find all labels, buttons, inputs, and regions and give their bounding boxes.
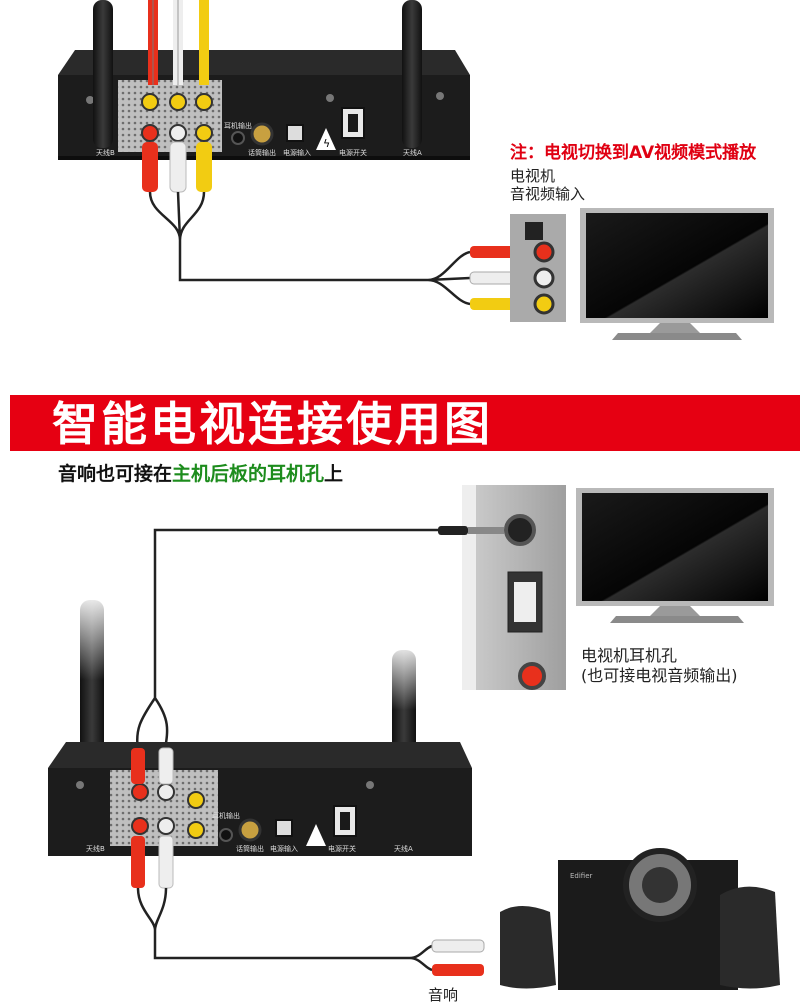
power-input-bottom bbox=[275, 819, 293, 837]
warning-triangle-icon bbox=[316, 128, 336, 150]
power-input-socket bbox=[286, 124, 304, 142]
tv-label-line2: 音视频输入 bbox=[510, 185, 586, 203]
tv-set bbox=[580, 208, 774, 340]
left-satellite bbox=[500, 906, 556, 989]
speaker-subtitle: 音响也可接在主机后板的耳机孔上 bbox=[58, 459, 343, 486]
tv-jack-label: 电视机耳机孔 (也可接电视音频输出) bbox=[581, 646, 738, 686]
av-plugs-top bbox=[148, 0, 209, 85]
jack-label-line1: 电视机耳机孔 bbox=[581, 646, 678, 665]
subtitle-part2: 上 bbox=[324, 463, 344, 485]
rca-plugs-bottom bbox=[131, 747, 174, 889]
warning-triangle-icon-bottom bbox=[306, 824, 326, 846]
audio-cable-out bbox=[136, 887, 433, 972]
mic-jack bbox=[250, 122, 274, 146]
subtitle-highlight: 主机后板的耳机孔 bbox=[172, 463, 325, 485]
antenna-a bbox=[402, 0, 422, 148]
speaker-system: Edifier bbox=[500, 848, 780, 990]
banner-title: 智能电视连接使用图 bbox=[52, 397, 493, 451]
label-mic-out: 话筒输出 bbox=[248, 148, 276, 157]
rca-sockets bbox=[141, 93, 213, 142]
av-cable bbox=[148, 191, 471, 306]
label-power-switch-bottom: 电源开关 bbox=[328, 844, 356, 853]
top-connection-diagram: ϟ bbox=[58, 0, 774, 340]
label-antenna-a-bottom: 天线A bbox=[394, 844, 413, 853]
label-power-in: 电源输入 bbox=[283, 148, 311, 157]
bottom-connection-diagram: Edifier 天线B 耳机输出 话筒输出 电源输入 电源开关 天线A bbox=[48, 485, 780, 990]
tv-side-panel bbox=[510, 214, 566, 322]
headphone-jack bbox=[231, 131, 245, 145]
label-antenna-a: 天线A bbox=[403, 148, 422, 157]
tv-jack-panel bbox=[462, 485, 566, 690]
subtitle-part1: 音响也可接在 bbox=[58, 463, 173, 485]
av-mode-note: 注：电视切换到AV视频模式播放 bbox=[510, 143, 757, 163]
svg-text:ϟ: ϟ bbox=[323, 137, 330, 150]
speaker-label: 音响 bbox=[428, 986, 459, 1004]
tv-av-input-label: 电视机 音视频输入 bbox=[510, 167, 585, 203]
mic-jack-bottom bbox=[238, 818, 262, 842]
label-power-in-bottom: 电源输入 bbox=[270, 844, 298, 853]
antenna-b bbox=[93, 0, 113, 148]
section-banner bbox=[10, 395, 800, 451]
receiver-unit bbox=[58, 50, 470, 160]
jack-label-line2: (也可接电视音频输出) bbox=[581, 666, 738, 685]
tv-set-bottom bbox=[576, 488, 774, 623]
label-headphone-out: 耳机输出 bbox=[224, 121, 252, 130]
label-mic-out-bottom: 话筒输出 bbox=[236, 844, 264, 853]
top-device-labels: 天线B 耳机输出 话筒输出 电源输入 电源开关 天线A bbox=[96, 121, 422, 157]
tv-label-line1: 电视机 bbox=[510, 167, 556, 185]
right-satellite bbox=[720, 886, 780, 989]
rca-sockets-bottom bbox=[131, 783, 205, 839]
speaker-rca-plugs bbox=[431, 939, 485, 976]
tv-av-plugs bbox=[469, 246, 519, 310]
label-power-switch: 电源开关 bbox=[339, 148, 367, 157]
label-headphone-out-bottom: 耳机输出 bbox=[212, 811, 240, 820]
headphone-jack-bottom bbox=[219, 828, 233, 842]
receiver-unit-bottom bbox=[48, 742, 472, 856]
label-antenna-b: 天线B bbox=[96, 148, 115, 157]
label-antenna-b-bottom: 天线B bbox=[86, 844, 105, 853]
headphone-plug bbox=[438, 526, 504, 535]
speaker-brand: Edifier bbox=[570, 872, 593, 880]
av-plugs-bottom bbox=[142, 141, 212, 193]
